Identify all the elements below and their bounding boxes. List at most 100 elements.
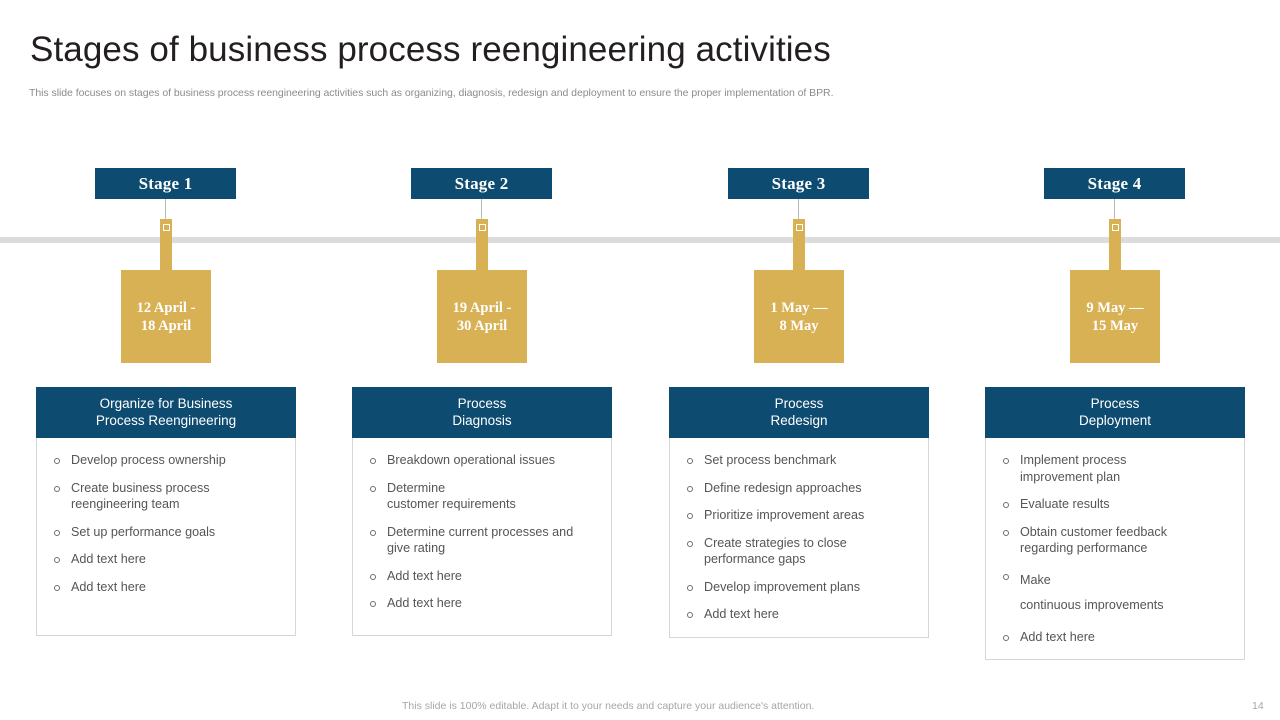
page-subtitle: This slide focuses on stages of business… bbox=[29, 87, 834, 99]
list-item: Create business process reengineering te… bbox=[51, 480, 285, 513]
bullet-circle-icon bbox=[370, 529, 376, 536]
list-item: Set process benchmark bbox=[684, 452, 918, 469]
list-item: Determine current processes and give rat… bbox=[367, 524, 601, 557]
date-range-3: 1 May — 8 May bbox=[754, 270, 844, 363]
list-item-label: Determine current processes and give rat… bbox=[387, 524, 574, 556]
list-item: Develop process ownership bbox=[51, 452, 285, 469]
bullet-circle-icon bbox=[54, 584, 60, 591]
stage-column-3: Stage 3 1 May — 8 May Process Redesign S… bbox=[639, 0, 959, 720]
list-item: Develop improvement plans bbox=[684, 579, 918, 596]
stage-column-1: Stage 1 12 April - 18 April Organize for… bbox=[6, 0, 326, 720]
stage-card-body-4: Implement process improvement plan Evalu… bbox=[986, 438, 1244, 659]
stage-card-title-4: Process Deployment bbox=[985, 387, 1245, 438]
bullet-circle-icon bbox=[1003, 502, 1009, 508]
list-item: Create strategies to close performance g… bbox=[684, 535, 918, 568]
list-item-label: Set process benchmark bbox=[704, 453, 837, 467]
timeline-stem-3 bbox=[793, 219, 805, 274]
bullet-circle-icon bbox=[54, 557, 60, 563]
list-item: Evaluate results bbox=[1000, 496, 1234, 513]
stage-card-body-3: Set process benchmark Define redesign ap… bbox=[670, 438, 928, 637]
list-item: Add text here bbox=[367, 595, 601, 612]
date-range-1: 12 April - 18 April bbox=[121, 270, 211, 363]
stage-card-title-1: Organize for Business Process Reengineer… bbox=[36, 387, 296, 438]
list-item-label: Implement process improvement plan bbox=[1020, 453, 1127, 484]
list-item: Add text here bbox=[684, 606, 918, 623]
connector-line-1 bbox=[165, 199, 166, 219]
list-item: Obtain customer feedback regarding perfo… bbox=[1000, 524, 1234, 557]
list-item-label: Determine customer requirements bbox=[387, 480, 516, 512]
date-range-4: 9 May — 15 May bbox=[1070, 270, 1160, 363]
list-item: Breakdown operational issues bbox=[367, 452, 601, 469]
bullet-circle-icon bbox=[687, 485, 693, 492]
list-item-label: Make continuous improvements bbox=[1020, 572, 1164, 612]
timeline-stem-4 bbox=[1109, 219, 1121, 274]
timeline-marker-icon-3 bbox=[796, 224, 803, 231]
list-item-label: Add text here bbox=[71, 579, 146, 594]
list-item-label: Develop improvement plans bbox=[704, 579, 861, 594]
bullet-circle-icon bbox=[687, 513, 693, 519]
page-title: Stages of business process reengineering… bbox=[30, 30, 831, 69]
list-item: Add text here bbox=[1000, 629, 1234, 646]
bullet-circle-icon bbox=[1003, 458, 1009, 464]
list-item: Set up performance goals bbox=[51, 524, 285, 541]
stage-card-title-2: Process Diagnosis bbox=[352, 387, 612, 438]
list-item: Make continuous improvements bbox=[1000, 568, 1234, 618]
bullet-circle-icon bbox=[370, 458, 376, 464]
list-item: Add text here bbox=[51, 551, 285, 568]
timeline-marker-icon-1 bbox=[163, 224, 170, 231]
list-item-label: Breakdown operational issues bbox=[387, 453, 556, 467]
footer-note: This slide is 100% editable. Adapt it to… bbox=[402, 700, 815, 712]
stage-badge-2[interactable]: Stage 2 bbox=[411, 168, 552, 199]
stage-badge-3[interactable]: Stage 3 bbox=[728, 168, 869, 199]
bullet-circle-icon bbox=[1003, 634, 1009, 641]
stage-badge-4[interactable]: Stage 4 bbox=[1044, 168, 1185, 199]
list-item-label: Create strategies to close performance g… bbox=[704, 535, 847, 567]
list-item: Prioritize improvement areas bbox=[684, 507, 918, 524]
list-item: Determine customer requirements bbox=[367, 480, 601, 513]
connector-line-3 bbox=[798, 199, 799, 219]
bullet-circle-icon bbox=[370, 573, 376, 580]
stage-card-body-1: Develop process ownership Create busines… bbox=[37, 438, 295, 635]
bullet-circle-icon bbox=[687, 612, 693, 618]
list-item-label: Add text here bbox=[387, 568, 462, 583]
list-item-label: Evaluate results bbox=[1020, 497, 1110, 511]
stage-card-body-2: Breakdown operational issues Determine c… bbox=[353, 438, 611, 635]
bullet-circle-icon bbox=[687, 540, 693, 547]
timeline-stem-2 bbox=[476, 219, 488, 274]
list-item-label: Define redesign approaches bbox=[704, 480, 862, 495]
list-item-label: Add text here bbox=[387, 596, 462, 610]
list-item-label: Set up performance goals bbox=[71, 524, 216, 539]
list-item-label: Develop process ownership bbox=[71, 453, 226, 467]
list-item-label: Add text here bbox=[1020, 629, 1095, 644]
page-number: 14 bbox=[1252, 700, 1264, 712]
list-item: Define redesign approaches bbox=[684, 480, 918, 497]
bullet-circle-icon bbox=[54, 485, 60, 492]
date-range-2: 19 April - 30 April bbox=[437, 270, 527, 363]
list-item: Add text here bbox=[51, 579, 285, 596]
bullet-circle-icon bbox=[1003, 529, 1009, 536]
timeline-marker-icon-4 bbox=[1112, 224, 1119, 231]
bullet-circle-icon bbox=[687, 458, 693, 464]
connector-line-4 bbox=[1114, 199, 1115, 219]
stage-column-2: Stage 2 19 April - 30 April Process Diag… bbox=[322, 0, 642, 720]
stage-card-title-3: Process Redesign bbox=[669, 387, 929, 438]
bullet-circle-icon bbox=[1003, 573, 1009, 580]
stage-column-4: Stage 4 9 May — 15 May Process Deploymen… bbox=[955, 0, 1275, 720]
list-item-label: Prioritize improvement areas bbox=[704, 508, 865, 522]
bullet-circle-icon bbox=[370, 485, 376, 492]
list-item-label: Add text here bbox=[704, 607, 779, 621]
timeline-stem-1 bbox=[160, 219, 172, 274]
timeline-rail bbox=[0, 237, 1280, 243]
stage-badge-1[interactable]: Stage 1 bbox=[95, 168, 236, 199]
list-item: Implement process improvement plan bbox=[1000, 452, 1234, 485]
timeline-marker-icon-2 bbox=[479, 224, 486, 231]
list-item-label: Obtain customer feedback regarding perfo… bbox=[1020, 524, 1168, 556]
bullet-circle-icon bbox=[54, 529, 60, 536]
list-item-label: Create business process reengineering te… bbox=[71, 480, 210, 512]
list-item: Add text here bbox=[367, 568, 601, 585]
list-item-label: Add text here bbox=[71, 552, 146, 566]
stage-card-3: Process Redesign Set process benchmark D… bbox=[669, 387, 929, 638]
stage-card-4: Process Deployment Implement process imp… bbox=[985, 387, 1245, 660]
bullet-circle-icon bbox=[54, 458, 60, 464]
